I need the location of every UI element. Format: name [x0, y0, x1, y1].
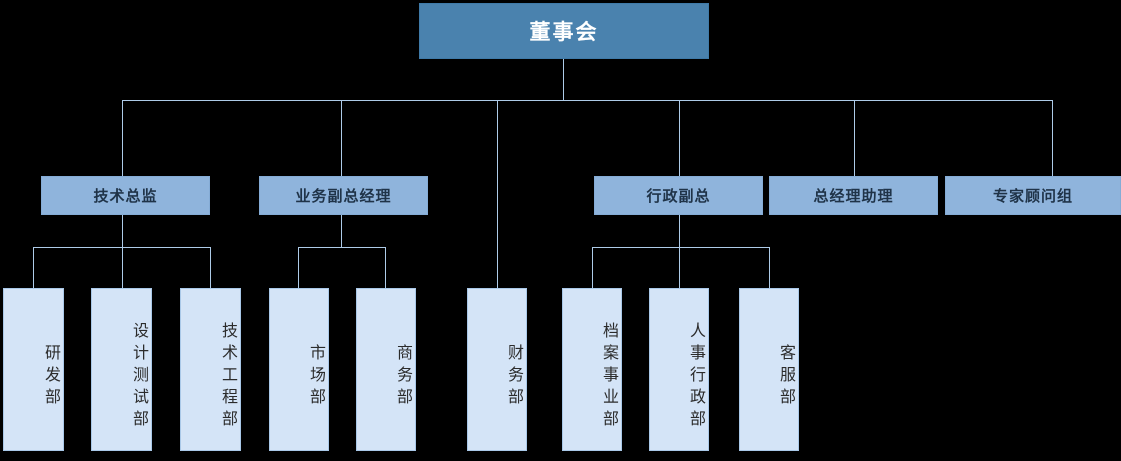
- connector-stem-admin-vp: [679, 214, 680, 247]
- node-expert-group[interactable]: 专家顾问组: [945, 176, 1121, 215]
- node-tech-engineering-dept[interactable]: 技术工程部: [180, 288, 241, 451]
- connector-drop-admin-vp: [679, 100, 680, 176]
- connector-root-stem: [563, 59, 564, 100]
- connector-drop-hr-admin: [679, 247, 680, 288]
- node-admin-vp[interactable]: 行政副总: [594, 176, 763, 215]
- connector-drop-cto: [122, 100, 123, 176]
- node-design-test-dept[interactable]: 设计测试部: [91, 288, 152, 451]
- node-rd-dept[interactable]: 研发部: [3, 288, 64, 451]
- node-commerce-dept[interactable]: 商务部: [356, 288, 416, 451]
- connector-drop-archive: [592, 247, 593, 288]
- connector-stem-cto: [122, 214, 123, 247]
- connector-drop-commerce: [385, 247, 386, 288]
- connector-drop-market: [298, 247, 299, 288]
- node-customer-service-dept[interactable]: 客服部: [739, 288, 799, 451]
- node-marketing-dept[interactable]: 市场部: [269, 288, 329, 451]
- connector-stem-biz-vp: [341, 214, 342, 247]
- node-archive-business-dept[interactable]: 档案事业部: [562, 288, 622, 451]
- connector-drop-service: [769, 247, 770, 288]
- node-biz-vp[interactable]: 业务副总经理: [259, 176, 428, 215]
- connector-drop-expert: [1052, 100, 1053, 176]
- connector-drop-design-test: [122, 247, 123, 288]
- connector-drop-biz-vp: [341, 100, 342, 176]
- connector-level2-bus: [122, 100, 1052, 101]
- node-hr-admin-dept[interactable]: 人事行政部: [649, 288, 709, 451]
- node-gm-assistant[interactable]: 总经理助理: [769, 176, 938, 215]
- node-board[interactable]: 董事会: [419, 3, 709, 59]
- connector-drop-gm-assist: [854, 100, 855, 176]
- connector-drop-tech-eng: [210, 247, 211, 288]
- connector-bus-admin-vp: [592, 247, 769, 248]
- node-finance-dept[interactable]: 财务部: [467, 288, 527, 451]
- connector-drop-finance: [497, 100, 498, 288]
- connector-drop-rd: [33, 247, 34, 288]
- connector-bus-biz-vp: [298, 247, 385, 248]
- node-cto[interactable]: 技术总监: [41, 176, 210, 215]
